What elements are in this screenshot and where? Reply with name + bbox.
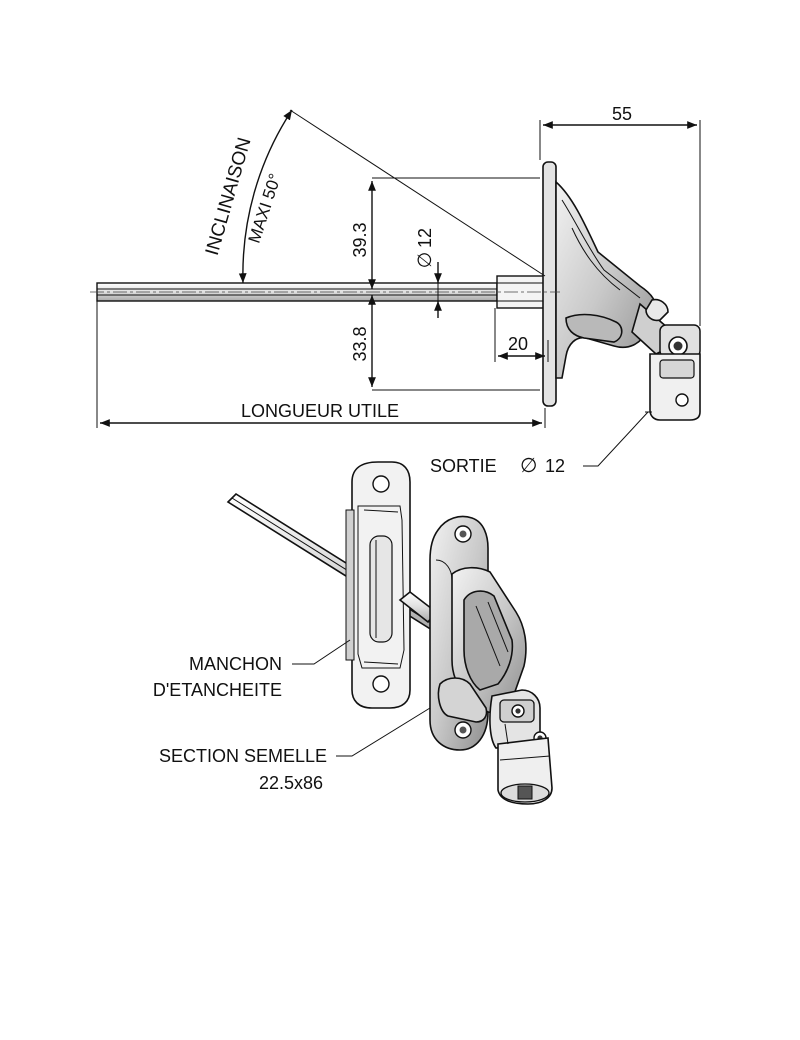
isometric-view: MANCHON D'ETANCHEITE SECTION SEMELLE 22.… (153, 461, 553, 805)
dimension-55-label: 55 (612, 104, 632, 124)
universal-joint (489, 689, 553, 805)
dimension-longueur-utile: LONGUEUR UTILE (100, 401, 542, 427)
section-semelle-line2: 22.5x86 (259, 773, 323, 793)
manchon-label-line1: MANCHON (189, 654, 282, 674)
sortie-label: SORTIE (430, 456, 497, 476)
side-elevation-view: 55 39.3 33.8 12 ∅ 20 LONGUEUR UTILE (90, 104, 701, 477)
manchon-label-line2: D'ETANCHEITE (153, 680, 282, 700)
base-plate-edge (542, 161, 557, 407)
sortie-diameter-value: 12 (545, 456, 565, 476)
dimension-20: 20 (498, 334, 545, 360)
gearbox-body-side (555, 180, 674, 379)
dimension-55: 55 (543, 104, 697, 129)
dimension-20-label: 20 (508, 334, 528, 354)
dimension-33-8-label: 33.8 (350, 326, 370, 361)
longueur-utile-label: LONGUEUR UTILE (241, 401, 399, 421)
manchon-callout: MANCHON D'ETANCHEITE (153, 639, 351, 700)
dimension-39-3: 39.3 (350, 181, 376, 289)
section-semelle-line1: SECTION SEMELLE (159, 746, 327, 766)
dimension-diameter-12: 12 ∅ (415, 228, 442, 318)
gearbox-body-iso (437, 566, 527, 723)
diameter-symbol-icon: ∅ (415, 252, 436, 269)
sortie-diameter-icon: ∅ (520, 455, 537, 477)
section-semelle-callout: SECTION SEMELLE 22.5x86 (159, 707, 431, 793)
dimension-33-8: 33.8 (350, 295, 376, 387)
output-joint-side (645, 324, 701, 421)
inclination-angle: INCLINAISON MAXI 50° (202, 109, 546, 284)
diameter-12-value: 12 (415, 228, 435, 248)
sortie-callout: SORTIE ∅ 12 (430, 411, 649, 477)
sealing-sleeve (345, 461, 411, 709)
dimension-39-3-label: 39.3 (350, 222, 370, 257)
